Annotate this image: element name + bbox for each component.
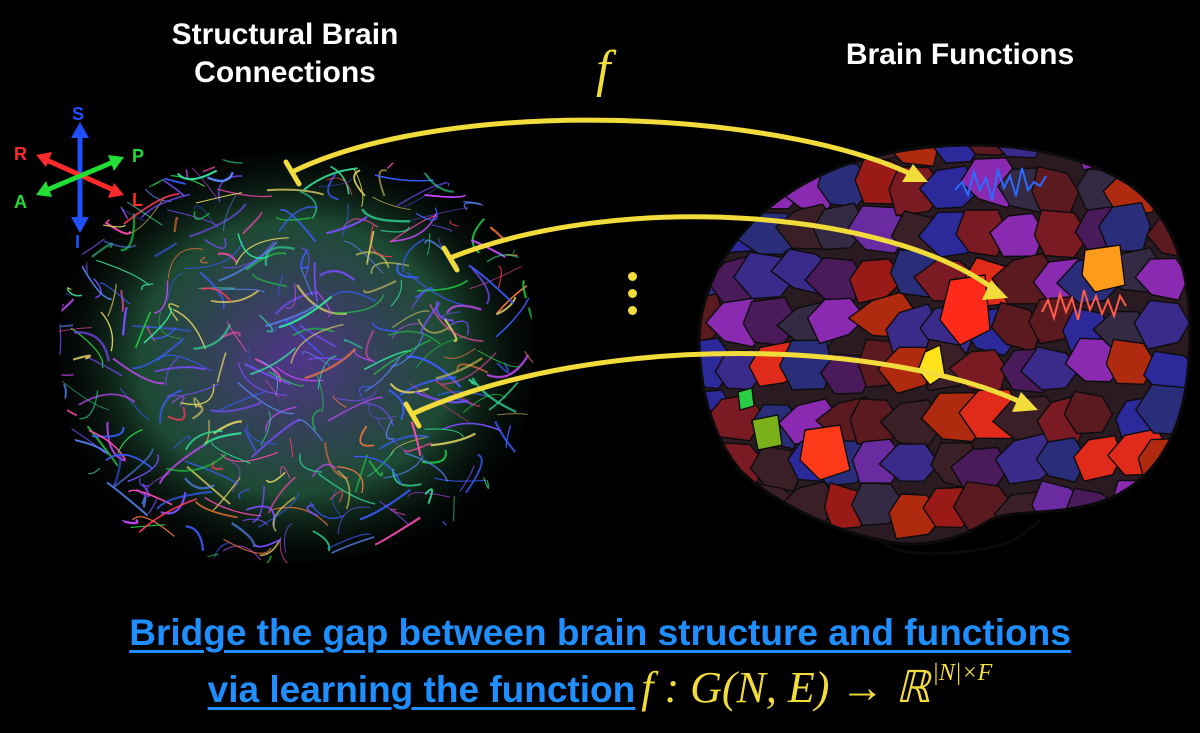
- axis-label-posterior: P: [132, 146, 145, 166]
- mapping-formula: f : G(N, E) → ℝ|N|×F: [641, 660, 993, 712]
- axis-label-inferior: I: [75, 232, 81, 252]
- caption-line-1: Bridge the gap between brain structure a…: [0, 612, 1200, 654]
- structural-title: Structural Brain Connections: [120, 16, 450, 92]
- axis-label-right: R: [14, 144, 27, 164]
- axis-label-superior: S: [72, 104, 85, 124]
- red-signal-trace: [1041, 289, 1127, 322]
- axis-label-left: L: [132, 190, 143, 210]
- blue-signal-trace: [954, 166, 1047, 201]
- functions-title: Brain Functions: [845, 38, 1075, 71]
- tractography-image: [58, 151, 534, 564]
- structural-title-line2: Connections: [194, 56, 376, 89]
- function-symbol: f: [596, 41, 611, 98]
- caption-learning-text: via learning the function: [207, 669, 636, 710]
- mapping-arrows: [283, 117, 1038, 429]
- cortex-parcellation-image: [697, 143, 1192, 556]
- axis-label-anterior: A: [14, 192, 27, 212]
- caption-bridge-text: Bridge the gap between brain structure a…: [129, 612, 1071, 653]
- ellipsis-dots: [620, 272, 644, 332]
- formula-main: f : G(N, E) → ℝ: [641, 663, 931, 712]
- orientation-compass: [36, 122, 124, 233]
- formula-superscript: |N|×F: [932, 660, 993, 686]
- structural-title-line1: Structural Brain: [171, 18, 399, 51]
